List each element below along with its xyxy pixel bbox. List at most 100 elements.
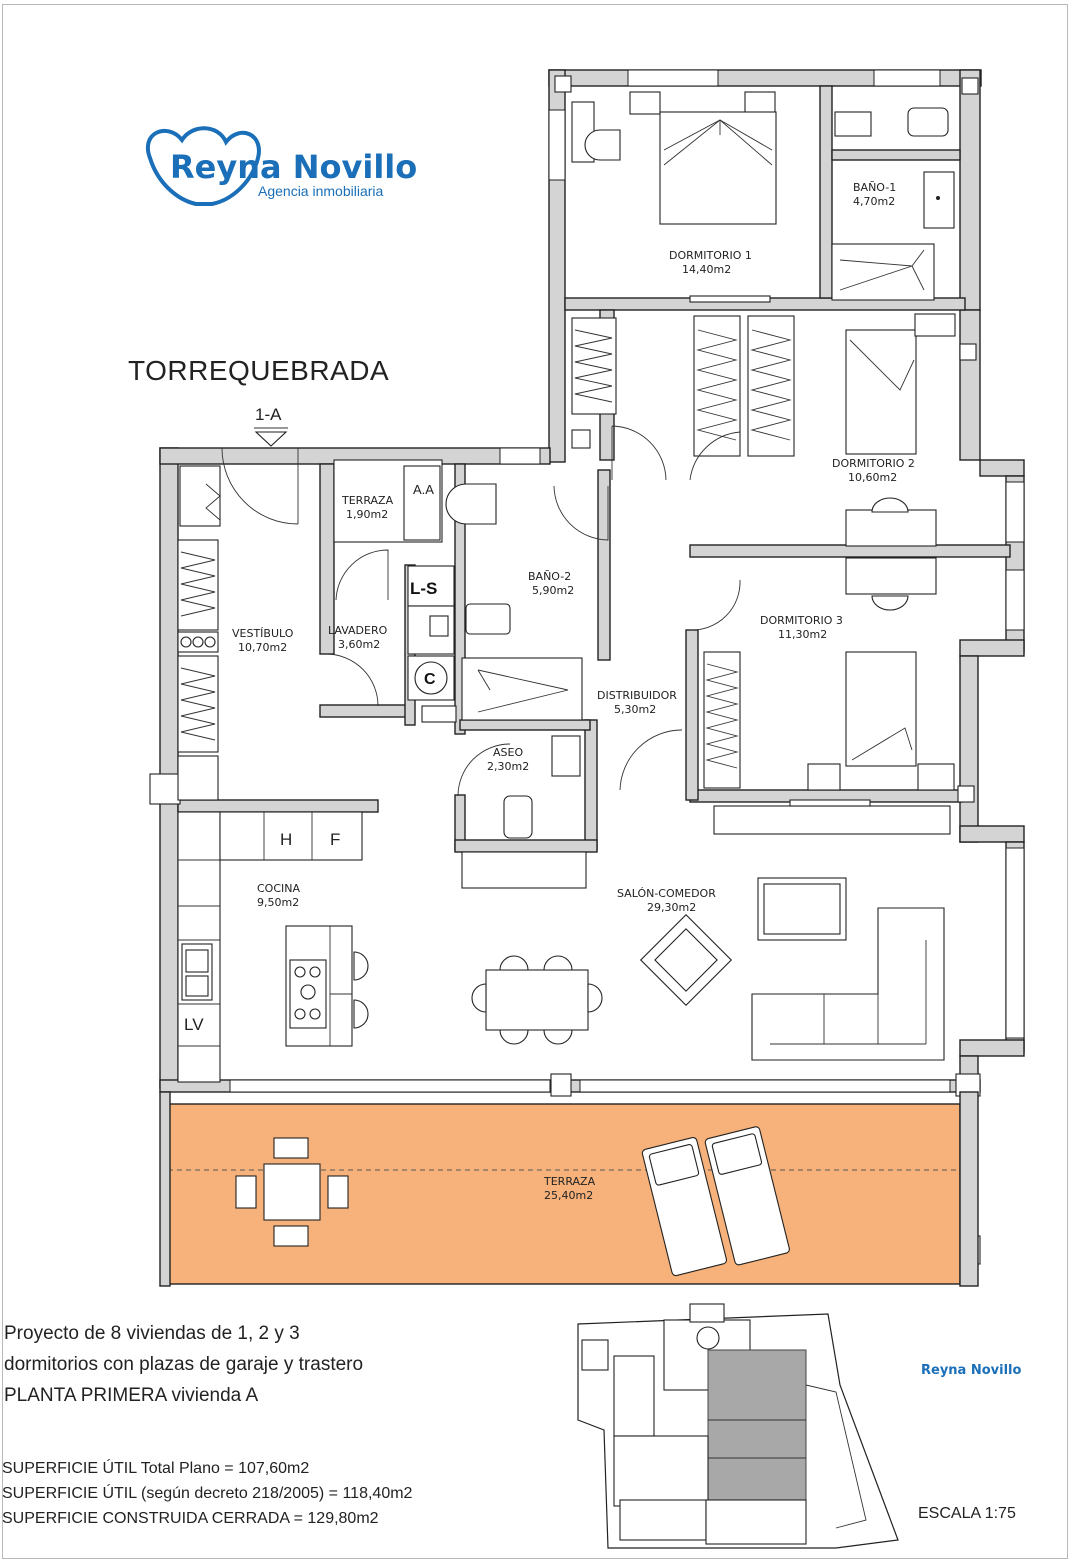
bathtub-icon bbox=[461, 657, 583, 721]
surface-line: SUPERFICIE CONSTRUIDA CERRADA = 129,80m2 bbox=[2, 1510, 379, 1527]
logo-tagline: Agencia inmobiliaria bbox=[258, 183, 384, 199]
project-line: Proyecto de 8 viviendas de 1, 2 y 3 bbox=[4, 1323, 300, 1344]
room-name: SALÓN-COMEDOR bbox=[617, 887, 716, 900]
page-border bbox=[2, 4, 1068, 1559]
room-name: TERRAZA bbox=[543, 1175, 596, 1188]
toilet-icon bbox=[907, 107, 949, 137]
window-salon-south-1 bbox=[229, 1079, 551, 1093]
room-name: BAÑO-1 bbox=[853, 181, 896, 194]
door-swing bbox=[553, 485, 609, 541]
wall-kitchen-north bbox=[177, 799, 379, 813]
window-dorm2 bbox=[1005, 481, 1025, 543]
wall-dorm3-west bbox=[685, 629, 699, 801]
terrace-wall-west bbox=[159, 1091, 171, 1287]
entrance-marker: 1-A bbox=[254, 405, 288, 447]
room-name: VESTÍBULO bbox=[232, 627, 294, 640]
h-label: H bbox=[280, 830, 292, 849]
key-plan: Reyna Novillo bbox=[577, 1303, 1022, 1549]
wardrobe-rail bbox=[789, 799, 871, 807]
room-area: 29,30m2 bbox=[647, 901, 696, 914]
wall-east-step bbox=[979, 459, 1025, 477]
wall-dorm2-south bbox=[689, 544, 1011, 558]
surface-line: SUPERFICIE ÚTIL Total Plano = 107,60m2 bbox=[2, 1460, 310, 1477]
shower-tray-icon bbox=[831, 243, 935, 301]
room-area: 5,30m2 bbox=[614, 703, 656, 716]
aa-label: A.A bbox=[413, 482, 434, 497]
brand-logo: Reyna Novillo Agencia inmobiliaria bbox=[146, 126, 417, 206]
wall-aseo-east bbox=[584, 719, 598, 851]
logo-mark-icon bbox=[146, 126, 261, 206]
room-area: 3,60m2 bbox=[338, 638, 380, 651]
kitchen-island-icon bbox=[285, 925, 369, 1047]
bidet-icon bbox=[465, 603, 511, 635]
single-bed-icon bbox=[807, 651, 955, 791]
wall-bano2-east bbox=[597, 469, 611, 661]
column-4 bbox=[149, 773, 181, 805]
desk-dorm3 bbox=[845, 557, 937, 595]
room-area: 1,90m2 bbox=[346, 508, 388, 521]
door-swing bbox=[325, 653, 379, 707]
door-swing bbox=[335, 549, 389, 601]
wall-west bbox=[159, 447, 179, 1089]
wardrobe-icon bbox=[693, 315, 795, 457]
double-bed-icon bbox=[629, 91, 777, 225]
compass-icon bbox=[696, 1326, 720, 1350]
room-name: COCINA bbox=[257, 882, 300, 895]
room-area: 9,50m2 bbox=[257, 896, 299, 909]
chair-icon bbox=[584, 129, 621, 161]
single-bed-icon bbox=[845, 313, 956, 455]
f-label: F bbox=[330, 830, 340, 849]
terrace-table-icon bbox=[235, 1137, 349, 1247]
window-bano1 bbox=[873, 69, 941, 87]
room-area: 25,40m2 bbox=[544, 1189, 593, 1202]
key-plan-logo: Reyna Novillo bbox=[921, 1363, 1022, 1378]
project-line: PLANTA PRIMERA vivienda A bbox=[4, 1385, 259, 1406]
column-5 bbox=[550, 1073, 572, 1097]
toilet-icon bbox=[503, 795, 533, 839]
furniture: A.A L-S C bbox=[177, 91, 956, 1083]
scale-label: ESCALA 1:75 bbox=[918, 1505, 1016, 1522]
room-name: DORMITORIO 1 bbox=[669, 249, 752, 262]
room-area: 10,60m2 bbox=[848, 471, 897, 484]
column-7 bbox=[957, 785, 975, 803]
door-swing bbox=[689, 579, 741, 631]
room-name: DISTRIBUIDOR bbox=[597, 689, 677, 702]
lv-label: LV bbox=[184, 1015, 204, 1034]
door-swing bbox=[619, 729, 683, 791]
room-area: 10,70m2 bbox=[238, 641, 287, 654]
wardrobe-icon bbox=[703, 651, 741, 789]
key-plan-unit-a bbox=[707, 1349, 807, 1501]
wall-aseo-north bbox=[459, 719, 591, 731]
aa-unit-icon bbox=[403, 465, 441, 541]
wall-east-step3 bbox=[959, 825, 1025, 843]
wall-east-mid bbox=[959, 309, 981, 461]
wall-east-dorm3 bbox=[959, 655, 979, 843]
window-bano2 bbox=[499, 447, 541, 465]
wardrobe-rail bbox=[689, 295, 771, 303]
project-line: dormitorios con plazas de garaje y trast… bbox=[4, 1354, 364, 1375]
wall-lavadero-south bbox=[319, 704, 411, 718]
room-name: DORMITORIO 3 bbox=[760, 614, 843, 627]
room-name: LAVADERO bbox=[328, 624, 388, 637]
entrance-arrow-icon bbox=[254, 431, 288, 447]
entrance-label: 1-A bbox=[255, 405, 282, 424]
column-2 bbox=[961, 77, 979, 95]
chair-icon bbox=[871, 595, 909, 611]
room-area: 5,90m2 bbox=[532, 584, 574, 597]
bidet-icon bbox=[834, 111, 872, 137]
sink-icon bbox=[551, 735, 581, 777]
windows bbox=[229, 69, 1025, 1093]
window-dorm3 bbox=[1005, 569, 1025, 631]
column-1 bbox=[554, 75, 572, 93]
surface-line: SUPERFICIE ÚTIL (según decreto 218/2005)… bbox=[2, 1485, 413, 1502]
door-swing bbox=[611, 425, 667, 481]
room-name: TERRAZA bbox=[341, 494, 394, 507]
column-3 bbox=[959, 343, 977, 361]
room-name: ASEO bbox=[493, 746, 523, 759]
ls-machine-icon bbox=[407, 565, 455, 607]
sink-icon bbox=[923, 171, 955, 229]
sofa-icon bbox=[751, 907, 945, 1061]
window-dorm1 bbox=[627, 69, 719, 87]
